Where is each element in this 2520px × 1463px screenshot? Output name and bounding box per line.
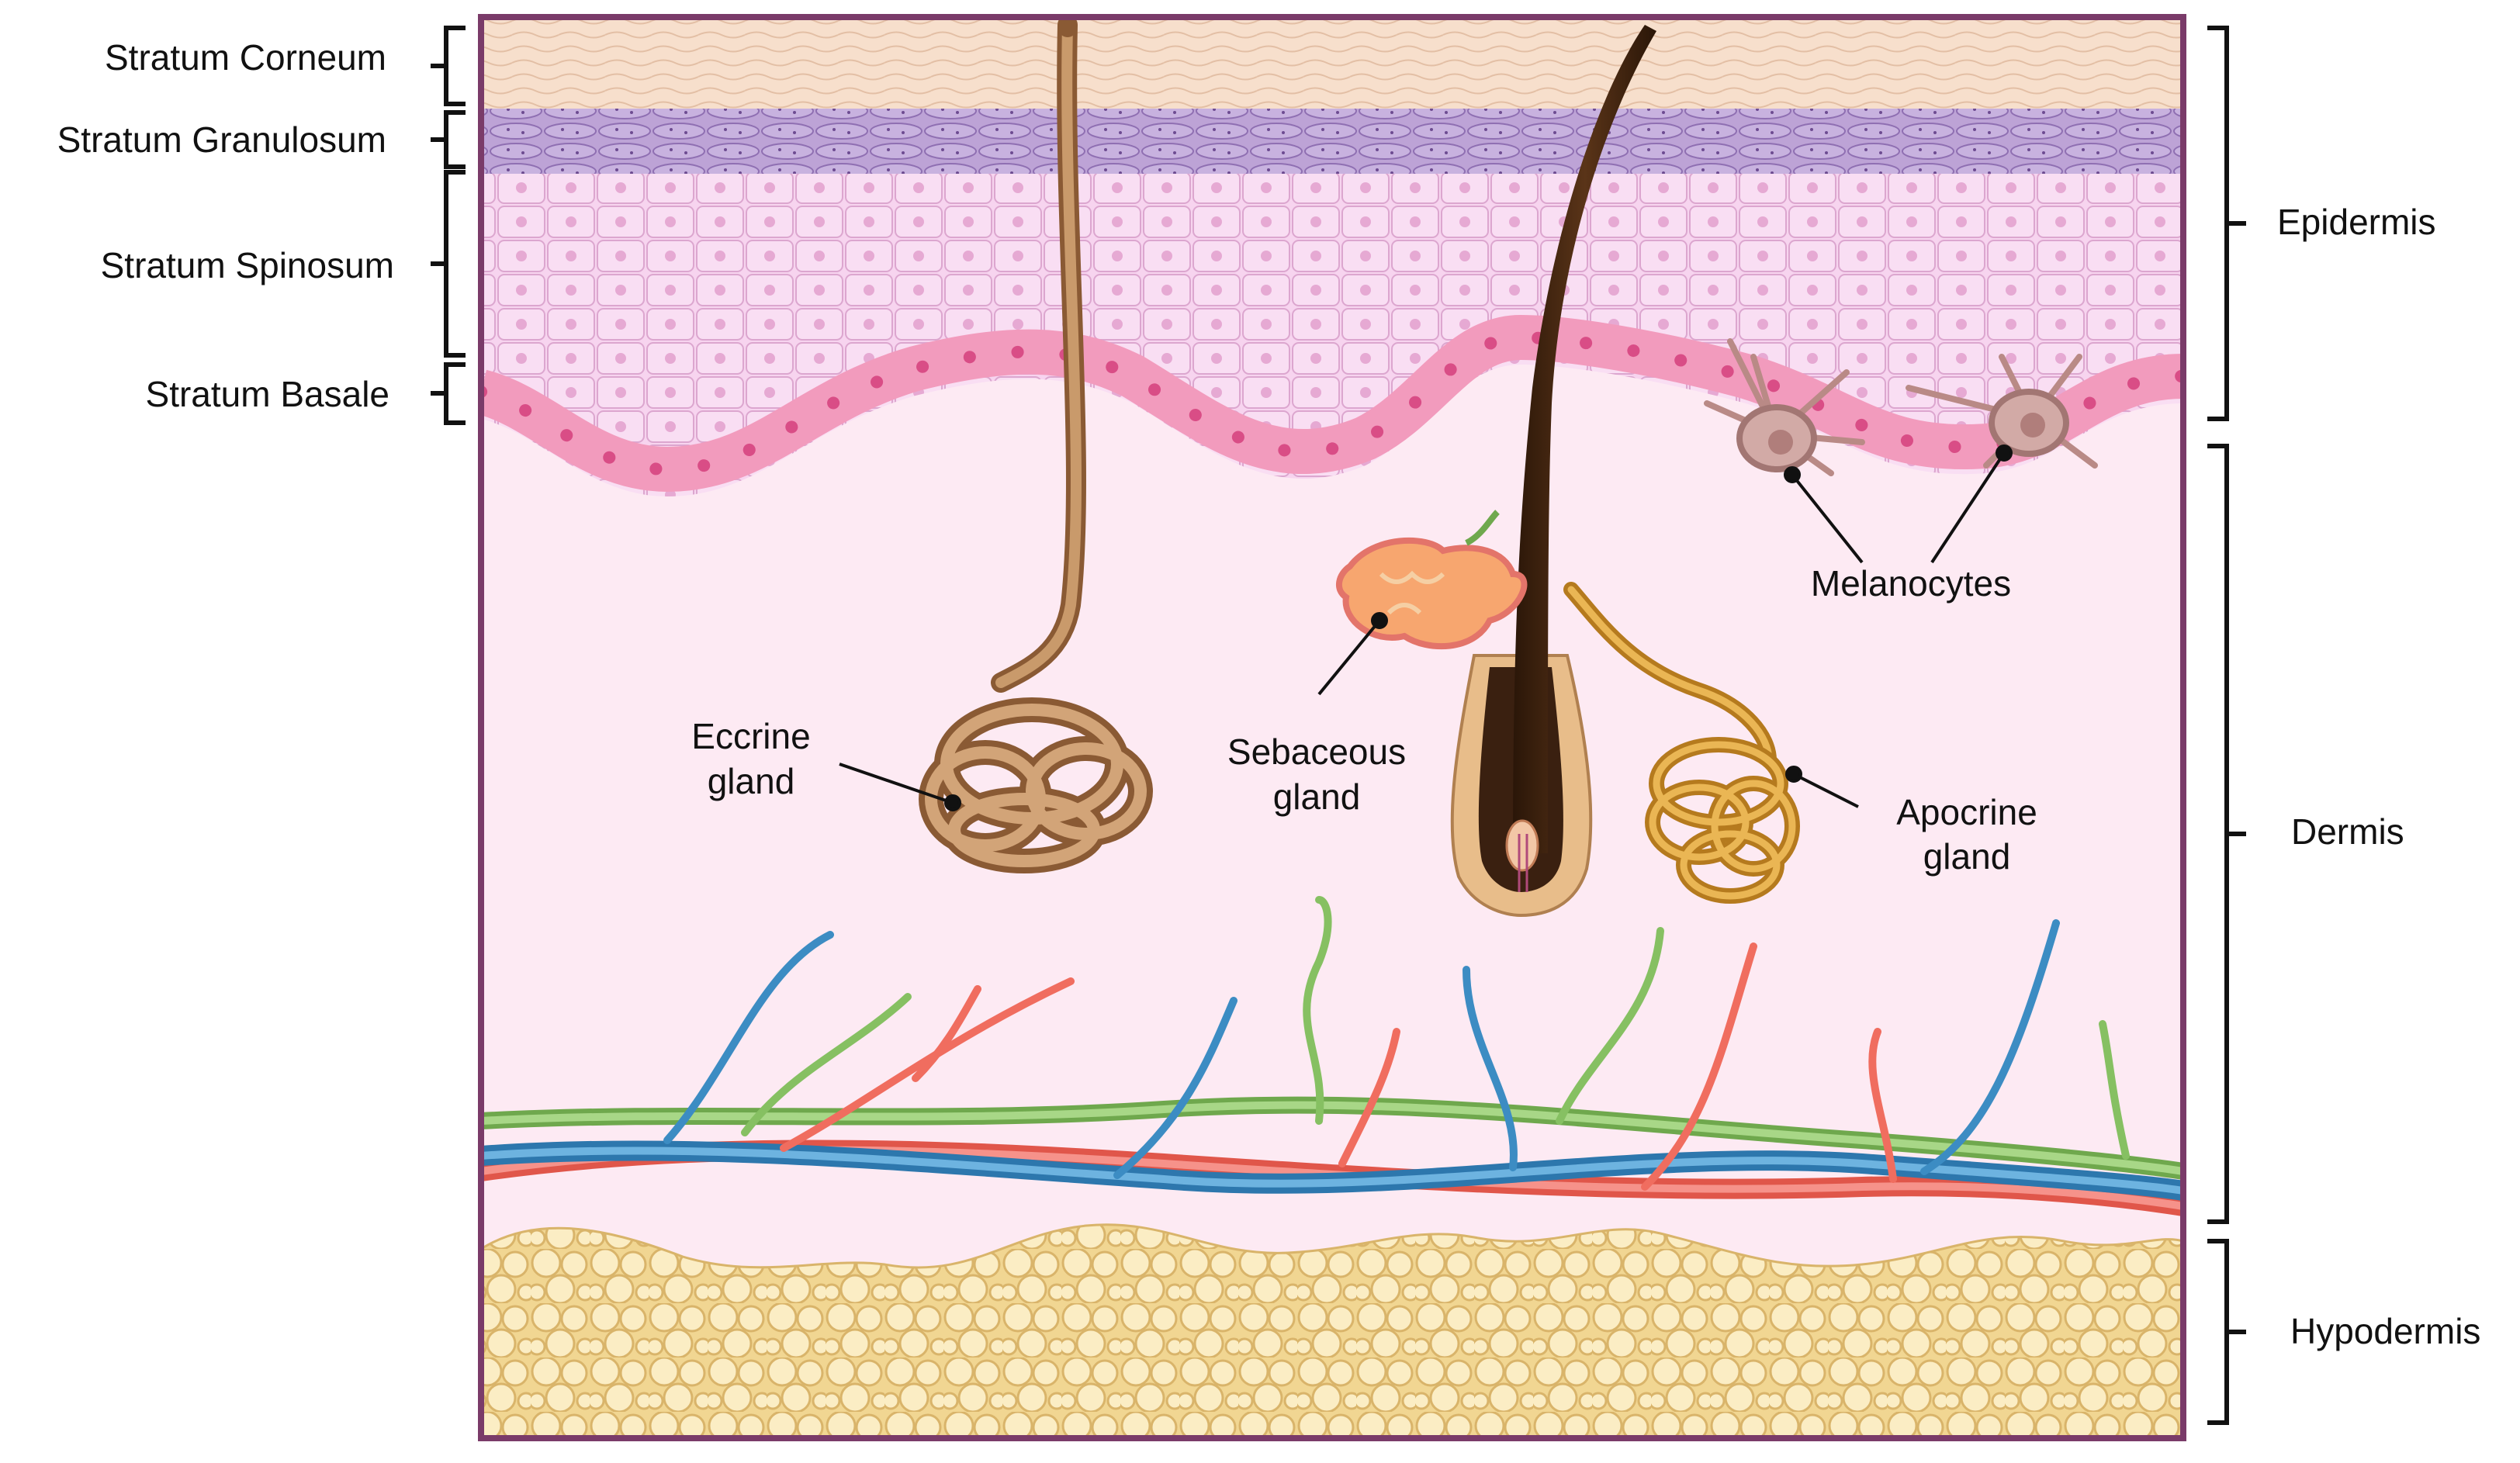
right-brackets xyxy=(2207,26,2246,1425)
label-stratum-corneum: Stratum Corneum xyxy=(105,37,386,78)
hair-follicle-shape xyxy=(1450,25,1656,918)
label-hypodermis: Hypodermis xyxy=(2290,1311,2480,1351)
label-sebaceous-line1: Sebaceous xyxy=(1227,732,1406,772)
skin-layers xyxy=(481,17,2183,1438)
structure-labels: Eccrine gland Sebaceous gland Apocrine g… xyxy=(691,563,2037,877)
label-stratum-spinosum: Stratum Spinosum xyxy=(101,245,394,285)
label-apocrine-line1: Apocrine xyxy=(1896,792,2037,832)
label-melanocytes: Melanocytes xyxy=(1811,563,2011,604)
stratum-corneum-layer xyxy=(481,17,2183,109)
melanocytes-shape xyxy=(1704,338,2098,476)
basale-nuclei xyxy=(481,330,2183,476)
label-apocrine-line2: gland xyxy=(1923,836,2011,877)
label-stratum-granulosum: Stratum Granulosum xyxy=(57,119,386,160)
label-eccrine-line1: Eccrine xyxy=(691,716,810,756)
layer-labels: Stratum Corneum Stratum Granulosum Strat… xyxy=(57,37,2481,1351)
label-eccrine-line2: gland xyxy=(708,761,795,801)
apocrine-gland-shape xyxy=(1563,582,1800,904)
label-dermis: Dermis xyxy=(2291,811,2404,852)
label-epidermis: Epidermis xyxy=(2277,202,2436,242)
hypodermis-fat-layer xyxy=(481,1223,2183,1438)
eccrine-gland-shape xyxy=(919,17,1153,873)
diagram-frame xyxy=(478,14,2186,1441)
stratum-granulosum-layer xyxy=(481,109,2183,174)
left-brackets xyxy=(431,26,466,425)
label-stratum-basale: Stratum Basale xyxy=(146,374,389,414)
label-sebaceous-line2: gland xyxy=(1273,776,1361,817)
blood-vessels-nerves xyxy=(481,896,2183,1216)
leader-lines xyxy=(839,444,2013,811)
